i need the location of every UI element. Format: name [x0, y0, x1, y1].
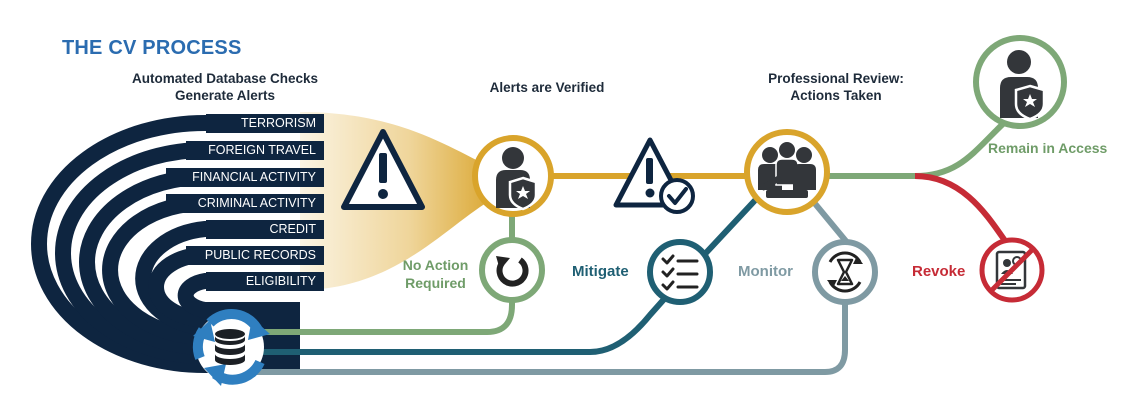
- stage-verified-heading: Alerts are Verified: [467, 79, 627, 96]
- stage-checks-line1: Automated Database Checks: [131, 71, 319, 86]
- stage-review-line2: Actions Taken: [790, 88, 882, 103]
- source-tag-eligibility: ELIGIBILITY: [206, 272, 324, 291]
- source-tag-foreign-travel: FOREIGN TRAVEL: [186, 141, 324, 160]
- warning-icon: [341, 129, 425, 210]
- outcome-remain-label: Remain in Access: [988, 140, 1108, 156]
- outcome-monitor-label: Monitor: [738, 263, 793, 280]
- checklist-icon: [647, 239, 713, 305]
- review-group-icon: [744, 129, 830, 215]
- return-line-no-action: [255, 195, 515, 335]
- source-tag-credit: CREDIT: [206, 220, 324, 239]
- return-line-mitigate: [255, 192, 763, 355]
- return-line-monitor: [255, 198, 848, 375]
- outcome-revoke-label: Revoke: [912, 263, 966, 280]
- verified-person-icon: [472, 135, 554, 217]
- branch-revoke: [914, 173, 1011, 247]
- outcome-mitigate-label: Mitigate: [572, 263, 629, 280]
- stage-review-heading: Professional Review: Actions Taken: [746, 70, 926, 104]
- source-tag-criminal-activity: CRIMINAL ACTIVITY: [166, 194, 324, 213]
- branch-remain: [825, 119, 1008, 179]
- remain-person-icon: [973, 35, 1067, 129]
- refresh-icon: [479, 237, 545, 303]
- database-cycle-icon: [192, 309, 270, 386]
- diagram-title: THE CV PROCESS: [62, 37, 242, 59]
- stage-checks-line2: Generate Alerts: [174, 88, 276, 103]
- warning-check-icon: [613, 137, 695, 214]
- hourglass-cycle-icon: [812, 239, 878, 305]
- outcome-no-action-line1: No Action: [402, 257, 469, 273]
- stage-checks-heading: Automated Database Checks Generate Alert…: [105, 70, 345, 104]
- outcome-no-action-label: No Action Required: [398, 256, 473, 292]
- stage-verified-line1: Alerts are Verified: [489, 80, 605, 95]
- revoke-card-icon: [979, 237, 1045, 303]
- stage-review-line1: Professional Review:: [768, 71, 904, 86]
- source-tag-public-records: PUBLIC RECORDS: [186, 246, 324, 265]
- source-tag-terrorism: TERRORISM: [206, 114, 324, 133]
- source-tag-financial-activity: FINANCIAL ACTIVITY: [166, 168, 324, 187]
- outcome-no-action-line2: Required: [405, 275, 466, 291]
